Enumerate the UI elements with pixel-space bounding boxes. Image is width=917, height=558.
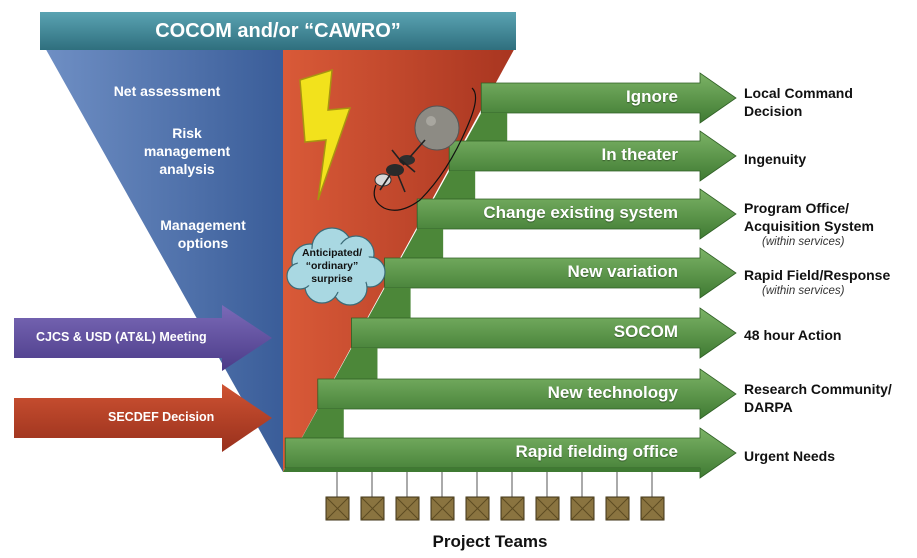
- blue-item-net-assessment: Net assessment: [113, 83, 221, 99]
- route-label: New technology: [547, 383, 678, 402]
- route-connector: [368, 288, 411, 318]
- route-outcome-text: Program Office/ Acquisition System: [744, 200, 874, 234]
- project-team-box-detail: [605, 496, 630, 521]
- header-title: COCOM and/or “CAWRO”: [155, 20, 401, 42]
- route-arrow: [416, 188, 737, 240]
- route-connector: [334, 348, 378, 379]
- route-outcome-text: Rapid Field/Response: [744, 267, 891, 283]
- project-team-box-detail: [535, 496, 560, 521]
- project-team-box-detail: [640, 496, 665, 521]
- route-arrow: [480, 72, 737, 124]
- route-label: Ignore: [626, 87, 678, 106]
- route-label: Change existing system: [483, 203, 678, 222]
- route-outcome: Program Office/ Acquisition System (withi…: [744, 199, 916, 250]
- route-connector: [433, 171, 476, 199]
- cloud-label: Anticipated/ “ordinary” surprise: [301, 247, 363, 285]
- route-outcome: Local Command Decision: [744, 84, 916, 120]
- route-arrow: [317, 368, 737, 420]
- route-outcome-note: (within services): [762, 236, 845, 248]
- route-outcome: Research Community/ DARPA: [744, 380, 916, 416]
- route-base: [283, 468, 700, 472]
- project-team-box-detail: [325, 496, 350, 521]
- route-connector: [401, 229, 444, 258]
- route-outcome-text: Local Command Decision: [744, 85, 853, 119]
- route-outcome: Ingenuity: [744, 150, 916, 168]
- ant-with-rock-icon: [373, 87, 477, 211]
- project-team-box-detail: [360, 496, 385, 521]
- route-outcome-text: Urgent Needs: [744, 448, 836, 464]
- route-outcome: 48 hour Action: [744, 326, 916, 344]
- project-team-box-detail: [395, 496, 420, 521]
- green-route-panel: [283, 72, 737, 479]
- cjcs-arrow: [14, 305, 272, 371]
- route-label: SOCOM: [613, 322, 678, 341]
- route-connector: [465, 113, 508, 141]
- route-label: In theater: [601, 145, 678, 164]
- project-teams-caption: Project Teams: [432, 532, 548, 551]
- surprise-cloud: [286, 227, 386, 306]
- secdef-arrow-label: SECDEF Decision: [108, 410, 215, 424]
- project-team-row: [325, 472, 665, 521]
- header-bar: [40, 12, 516, 50]
- project-team-box-detail: [430, 496, 455, 521]
- project-team-box-detail: [570, 496, 595, 521]
- route-outcome-text: Ingenuity: [744, 151, 807, 167]
- route-outcome-text: 48 hour Action: [744, 327, 842, 343]
- secdef-arrow: [14, 384, 272, 452]
- route-outcome: Urgent Needs: [744, 447, 916, 465]
- route-outcome: Rapid Field/Response (within services): [744, 266, 916, 299]
- route-label: Rapid fielding office: [515, 442, 678, 461]
- route-arrow: [351, 307, 737, 359]
- project-team-box-detail: [465, 496, 490, 521]
- blue-item-management-options: Management options: [160, 217, 246, 251]
- route-outcome-note: (within services): [762, 285, 845, 297]
- route-outcome-text: Research Community/ DARPA: [744, 381, 892, 415]
- blue-item-risk-analysis: Risk management analysis: [143, 125, 231, 177]
- route-arrow: [448, 130, 737, 182]
- route-label: New variation: [567, 262, 678, 281]
- cjcs-arrow-label: CJCS & USD (AT&L) Meeting: [36, 330, 207, 344]
- route-connector: [301, 409, 344, 438]
- project-team-box-detail: [500, 496, 525, 521]
- route-arrow: [384, 247, 737, 299]
- lightning-bolt-icon: [299, 68, 352, 201]
